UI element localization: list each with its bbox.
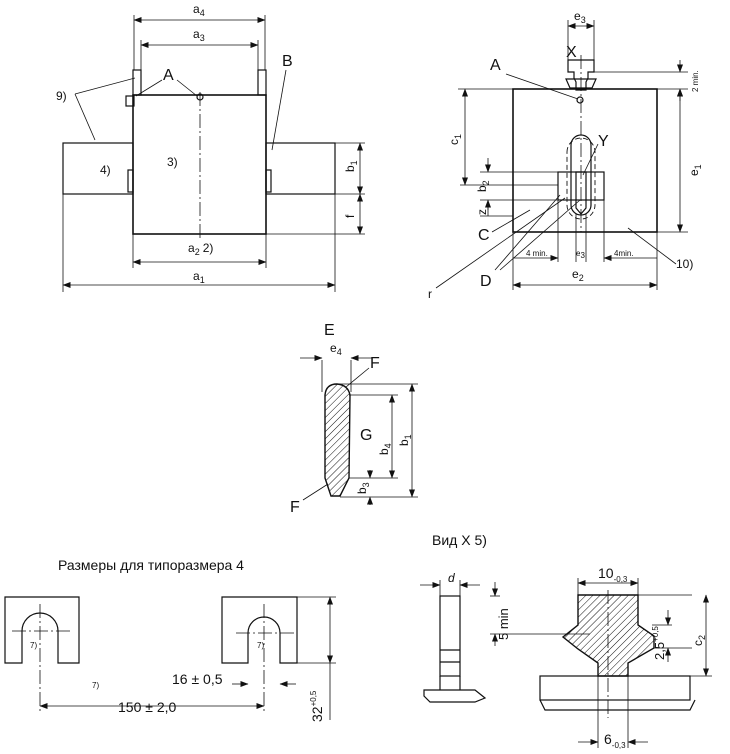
fuse-body: [132, 94, 267, 235]
side-body: [512, 88, 658, 233]
note-7-right: 7): [257, 641, 264, 650]
label-b3: b3: [355, 482, 371, 494]
profile-plate: [539, 675, 691, 701]
note-4: 4): [100, 163, 111, 177]
left-blade: [62, 142, 134, 195]
label-z: z: [475, 209, 489, 215]
dim-6: 6-0,3: [604, 731, 626, 750]
label-5min: 5 min: [496, 608, 511, 640]
right-u-piece: [221, 596, 298, 664]
side-view: e3 X A 2 min. e1 c1 b2 z Y C: [428, 9, 703, 301]
dim-10: 10-0,3: [598, 565, 628, 584]
label-C: C: [478, 227, 490, 244]
label-e4: e4: [330, 341, 342, 357]
right-boss: [265, 169, 272, 193]
label-E: E: [324, 322, 335, 339]
indicator-dot: [196, 93, 204, 101]
label-e3: e3: [574, 9, 586, 25]
view-title: Вид X 5): [432, 532, 487, 548]
label-4min-right: 4min.: [614, 249, 634, 258]
size4-view: Размеры для типоразмера 4 7) 7) 7) 150 ±…: [4, 557, 336, 722]
dim-150: 150 ± 2,0: [118, 699, 176, 715]
label-a3: a3: [193, 27, 205, 43]
label-A-main: A: [163, 67, 174, 84]
label-b2: b2: [475, 180, 491, 192]
note-7-mid: 7): [92, 681, 99, 690]
label-r: r: [428, 287, 432, 301]
left-indicator-tab: [132, 69, 142, 96]
slot: [570, 134, 592, 216]
label-d: d: [448, 571, 455, 585]
note-3: 3): [167, 155, 178, 169]
right-blade: [265, 142, 336, 195]
dim-32: 32+0,5: [309, 690, 325, 722]
label-X: X: [566, 44, 577, 61]
label-F-top: F: [370, 355, 380, 372]
indicator-square: [125, 95, 135, 107]
right-indicator-tab: [257, 69, 267, 96]
label-D: D: [480, 273, 492, 290]
label-f: f: [343, 214, 357, 218]
profile-base: [423, 689, 487, 703]
note-9: 9): [56, 89, 67, 103]
blade-section: [324, 383, 351, 497]
label-b1-section: b1: [397, 434, 413, 446]
left-u-piece: [4, 596, 80, 664]
label-F-bottom: F: [290, 499, 300, 516]
label-a1: a1: [193, 269, 205, 285]
dim-16: 16 ± 0,5: [172, 671, 223, 687]
label-b1: b1: [343, 160, 359, 172]
view-x: Вид X 5) d 5 min 10-0,3 2,5+0: [420, 532, 712, 750]
label-c2: c2: [691, 635, 707, 646]
label-Y: Y: [598, 133, 609, 150]
label-e-small: e3: [576, 249, 585, 260]
size-title: Размеры для типоразмера 4: [58, 557, 244, 573]
note-7-left: 7): [30, 641, 37, 650]
section-e: E e4 F G F b4 b1 b3: [290, 322, 418, 516]
note-10: 10): [676, 257, 693, 271]
label-a4: a4: [193, 2, 205, 18]
dim-25: 2,5+0,5: [651, 626, 667, 660]
label-2min: 2 min.: [691, 70, 700, 92]
label-G: G: [360, 427, 372, 444]
label-B: B: [282, 53, 293, 70]
left-boss: [127, 169, 134, 193]
profile-head: [561, 594, 655, 677]
label-4min-left: 4 min.: [526, 249, 548, 258]
label-e1: e1: [687, 164, 703, 176]
label-A-right: A: [490, 57, 501, 74]
label-c1: c1: [447, 134, 463, 145]
label-e2: e2: [572, 267, 584, 283]
profile-stem: [439, 595, 461, 677]
label-b4: b4: [377, 443, 393, 455]
